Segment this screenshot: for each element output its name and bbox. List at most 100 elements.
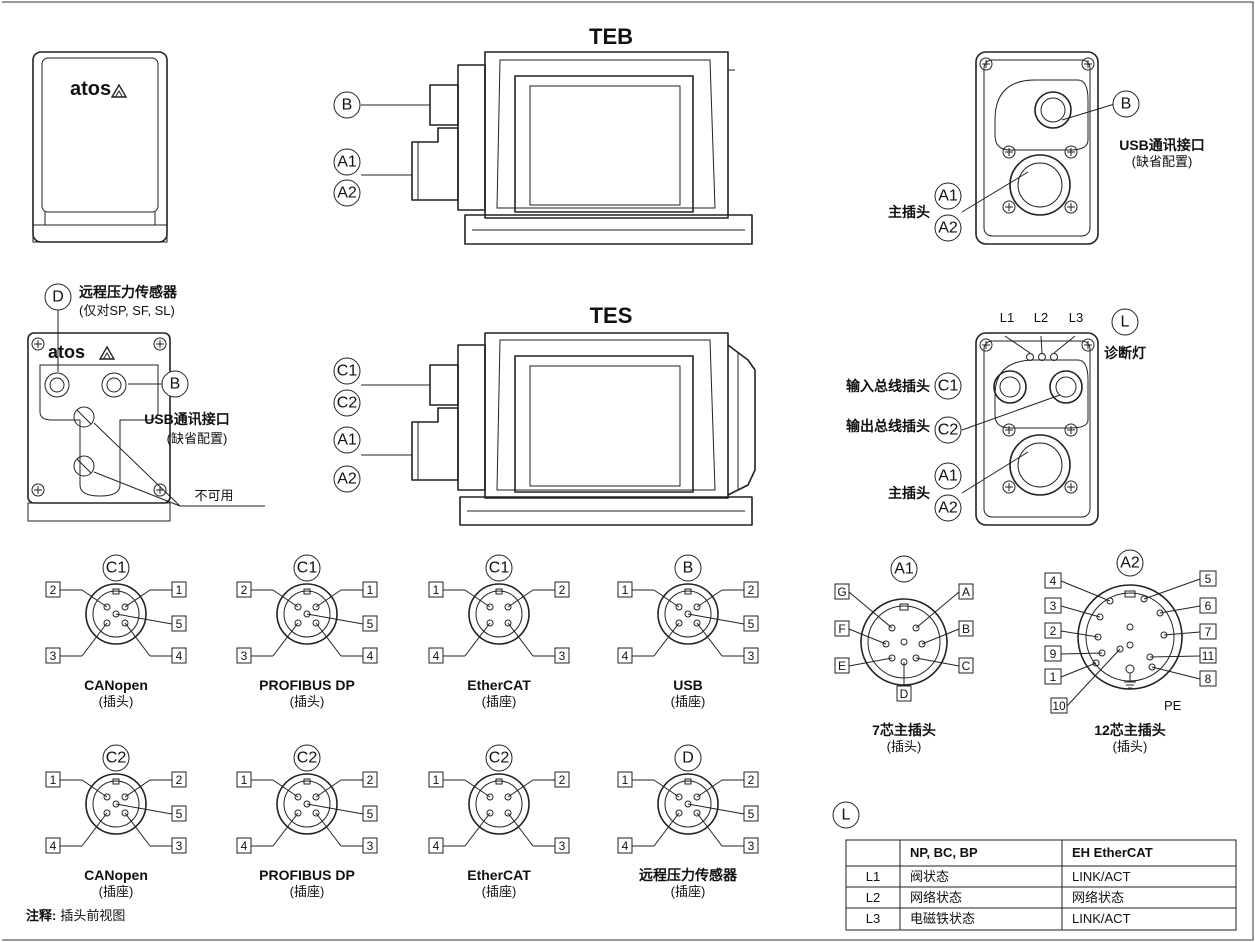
bubble-b-face: B <box>1121 96 1132 113</box>
diagnostic-led-label: 诊断灯 <box>1104 345 1146 361</box>
connector-name: USB <box>673 677 703 693</box>
bubble-a1-teb: A1 <box>337 154 357 171</box>
title-teb: TEB <box>589 24 633 49</box>
input-bus-label: 输入总线插头 <box>846 378 930 394</box>
tes-front-view: D 远程压力传感器 (仅对SP, SF, SL) atos B USB通讯接口 … <box>27 283 265 522</box>
pin-number: 3 <box>241 649 248 663</box>
main-plug-label-tes: 主插头 <box>888 485 930 501</box>
pin-number: 3 <box>50 649 57 663</box>
usb-default-config-tes: (缺省配置) <box>167 431 228 446</box>
pin-label: D <box>900 687 909 701</box>
pin-number: 3 <box>748 839 755 853</box>
bubble-c1-tes: C1 <box>337 363 358 380</box>
remote-sensor-label: 远程压力传感器 <box>79 284 178 300</box>
footnote-prefix: 注释: <box>26 908 56 923</box>
pin-number: 2 <box>748 773 755 787</box>
pin-number: 4 <box>622 839 629 853</box>
connector-bubble: C2 <box>106 750 127 767</box>
bubble-a1-face-tes: A1 <box>938 468 958 485</box>
pin-label: 7 <box>1205 625 1212 639</box>
pin-label: 11 <box>1202 649 1215 663</box>
bubble-b-teb: B <box>342 97 353 114</box>
teb-face-callouts: B USB通讯接口 (缺省配置) A1 A2 主插头 <box>888 90 1205 242</box>
table-cell: 阀状态 <box>910 869 949 884</box>
pin-number: 4 <box>50 839 57 853</box>
connector-name: EtherCAT <box>467 677 531 693</box>
connector-name: CANopen <box>84 867 148 883</box>
pin-number: 5 <box>176 807 183 821</box>
usb-default-config: (缺省配置) <box>1132 154 1193 169</box>
connector-bubble: C2 <box>489 750 510 767</box>
pin-label: 8 <box>1205 672 1212 686</box>
pe-label: PE <box>1164 698 1182 713</box>
bubble-a1-plug: A1 <box>894 561 914 578</box>
footnote: 注释: 插头前视图 <box>26 908 125 923</box>
warning-icon <box>111 84 127 98</box>
bubble-a2-face-tes: A2 <box>938 500 958 517</box>
teb-front-view: atos <box>32 51 168 243</box>
pin-number: 1 <box>433 773 440 787</box>
pin-number: 1 <box>367 583 374 597</box>
title-tes: TES <box>590 303 633 328</box>
pin-label: C <box>962 659 971 673</box>
tes-face-callouts: L1 L2 L3 L 诊断灯 C1 输入总线插头 C2 输出总线插头 A1 A2… <box>846 308 1146 522</box>
table-cell: 电磁铁状态 <box>910 911 975 926</box>
pin-label: 3 <box>1050 599 1057 613</box>
pin-label: B <box>962 622 970 636</box>
table-header-1: NP, BC, BP <box>910 845 978 860</box>
pin-number: 2 <box>50 583 57 597</box>
bubble-a2-face: A2 <box>938 220 958 237</box>
pin-number: 2 <box>367 773 374 787</box>
connector-name: EtherCAT <box>467 867 531 883</box>
pin-number: 4 <box>241 839 248 853</box>
connector-sub: (插座) <box>482 694 517 709</box>
bubble-l-face: L <box>1121 314 1130 331</box>
footnote-text: 插头前视图 <box>60 908 125 923</box>
tes-side-view <box>411 332 756 526</box>
table-cell: LINK/ACT <box>1072 911 1131 926</box>
connector-name: PROFIBUS DP <box>259 677 355 693</box>
bubble-c2-face: C2 <box>938 422 959 439</box>
pin-number: 5 <box>367 617 374 631</box>
pin-label: A <box>962 585 970 599</box>
connector-sub: (插座) <box>671 884 706 899</box>
pin-label: 10 <box>1052 699 1066 713</box>
pin-label: 1 <box>1050 670 1057 684</box>
warning-icon-tes <box>99 346 115 360</box>
pin-number: 2 <box>748 583 755 597</box>
bubble-a1-tes: A1 <box>337 432 357 449</box>
table-cell: 网络状态 <box>910 890 962 905</box>
usb-port-label-tes: USB通讯接口 <box>144 411 230 427</box>
pin-number: 2 <box>241 583 248 597</box>
bubble-b-tes: B <box>170 376 181 393</box>
connector-sub: (插头) <box>290 694 325 709</box>
pin-number: 4 <box>433 839 440 853</box>
connector-bubble: D <box>682 750 694 767</box>
pin-number: 1 <box>622 583 629 597</box>
pin-label: F <box>838 622 845 636</box>
main-plug-12pin-sub: (插头) <box>1113 739 1148 754</box>
pin-label: 4 <box>1050 574 1057 588</box>
main-plug-7pin-sub: (插头) <box>887 739 922 754</box>
connector-bubble: C1 <box>489 560 510 577</box>
led-label-l3: L3 <box>1069 310 1083 325</box>
main-plug-12pin-name: 12芯主插头 <box>1094 722 1166 738</box>
table-cell: L3 <box>866 911 880 926</box>
pin-number: 1 <box>50 773 57 787</box>
pin-number: 4 <box>622 649 629 663</box>
pin-label: 9 <box>1050 647 1057 661</box>
brand-logo-tes: atos <box>48 342 85 362</box>
led-label-l1: L1 <box>1000 310 1014 325</box>
pin-number: 1 <box>433 583 440 597</box>
pin-number: 5 <box>367 807 374 821</box>
bubble-l-table: L <box>842 807 851 824</box>
bubble-d: D <box>52 289 64 306</box>
bubble-c2-tes: C2 <box>337 395 358 412</box>
pin-number: 1 <box>176 583 183 597</box>
pin-number: 2 <box>559 583 566 597</box>
